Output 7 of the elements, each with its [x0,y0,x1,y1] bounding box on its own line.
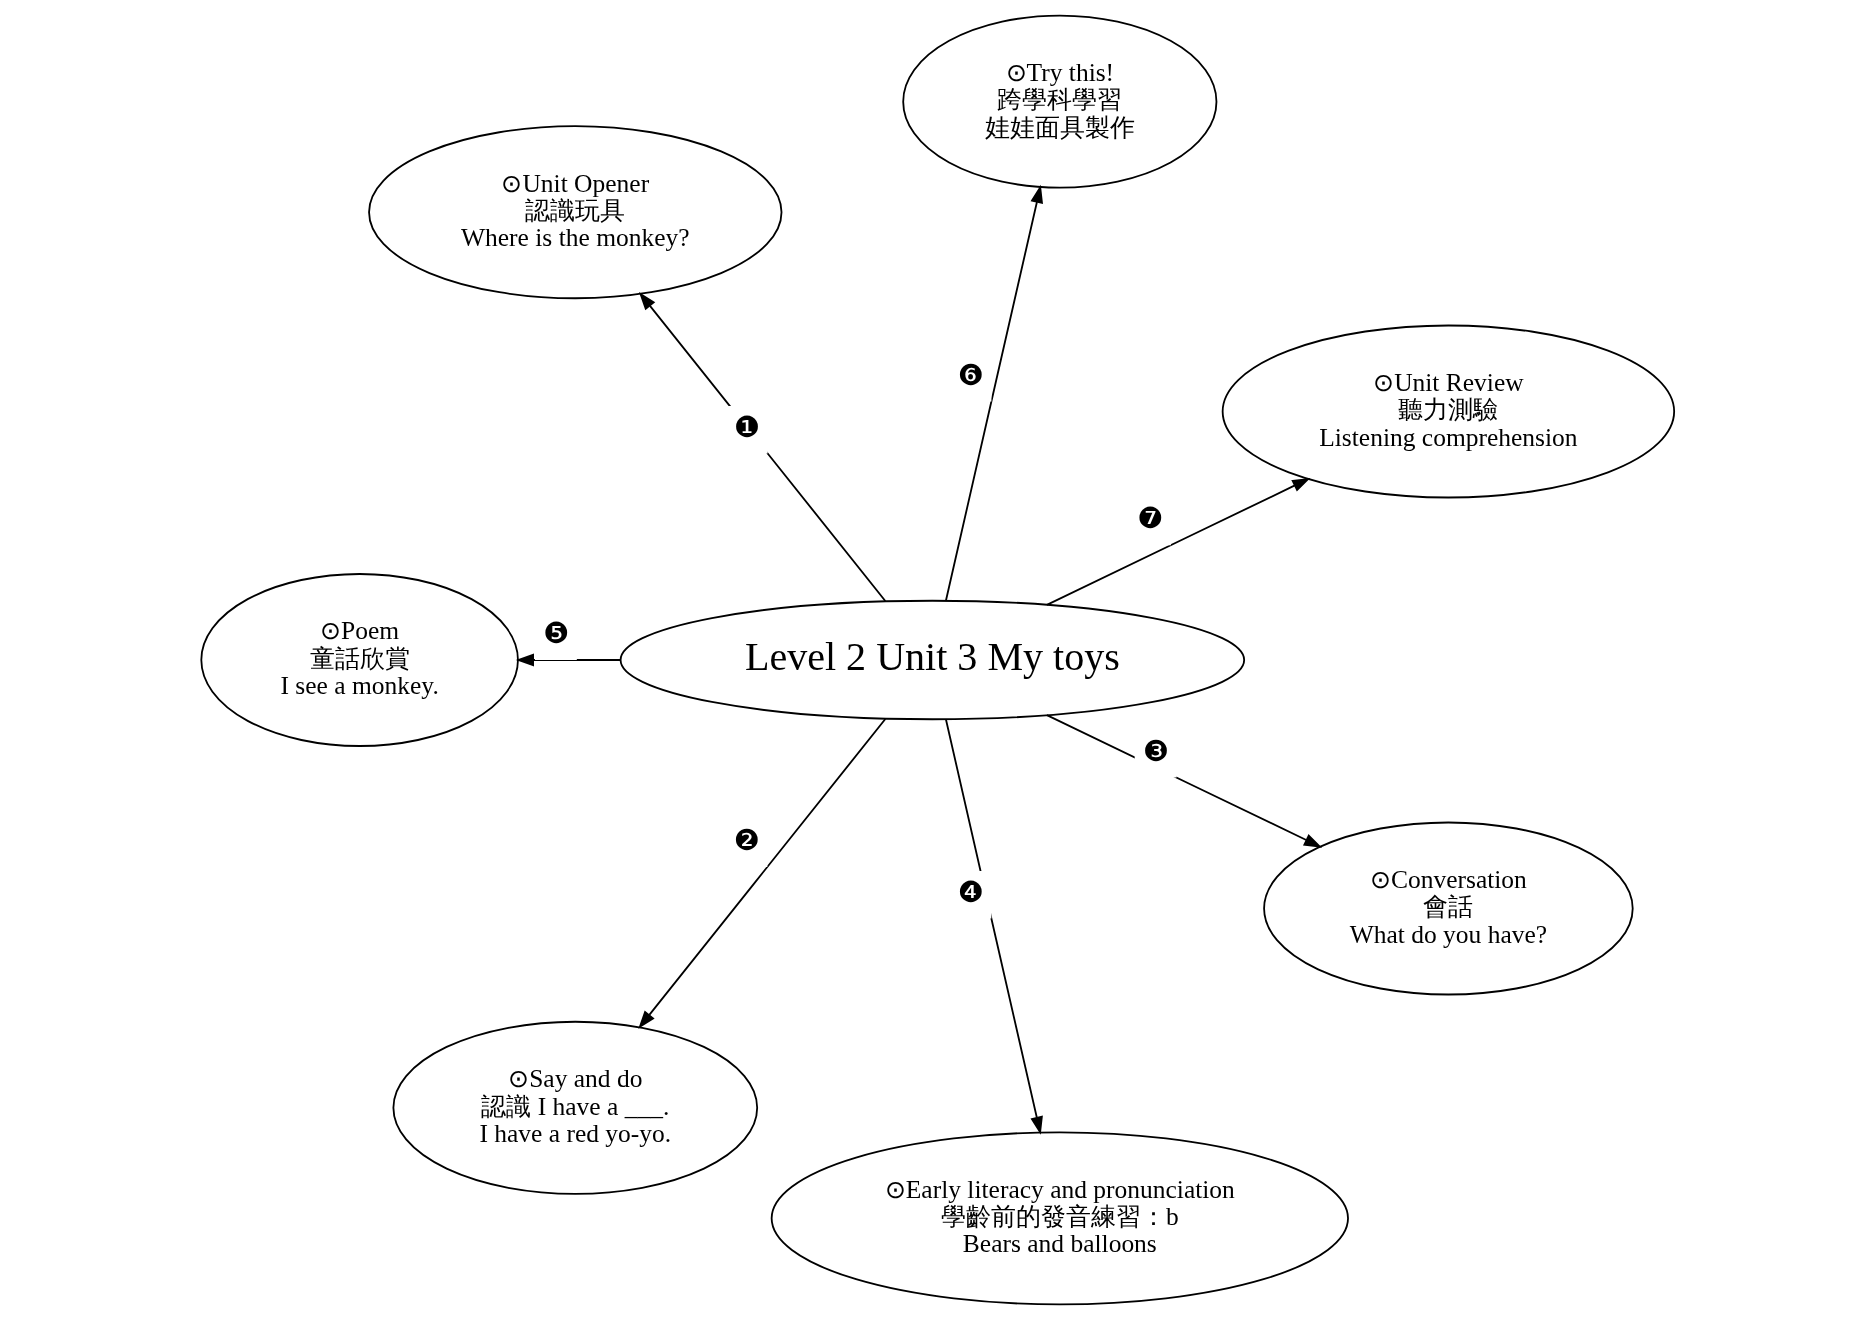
edge-label: ❹ [957,874,984,909]
edge-label: ❶ [733,409,760,444]
edge-label: ❸ [1142,733,1169,768]
edge-label: ❻ [957,357,984,392]
edge-label: ❷ [733,823,760,858]
edge-label: ❺ [542,616,569,651]
edge-label: ❼ [1136,501,1163,536]
